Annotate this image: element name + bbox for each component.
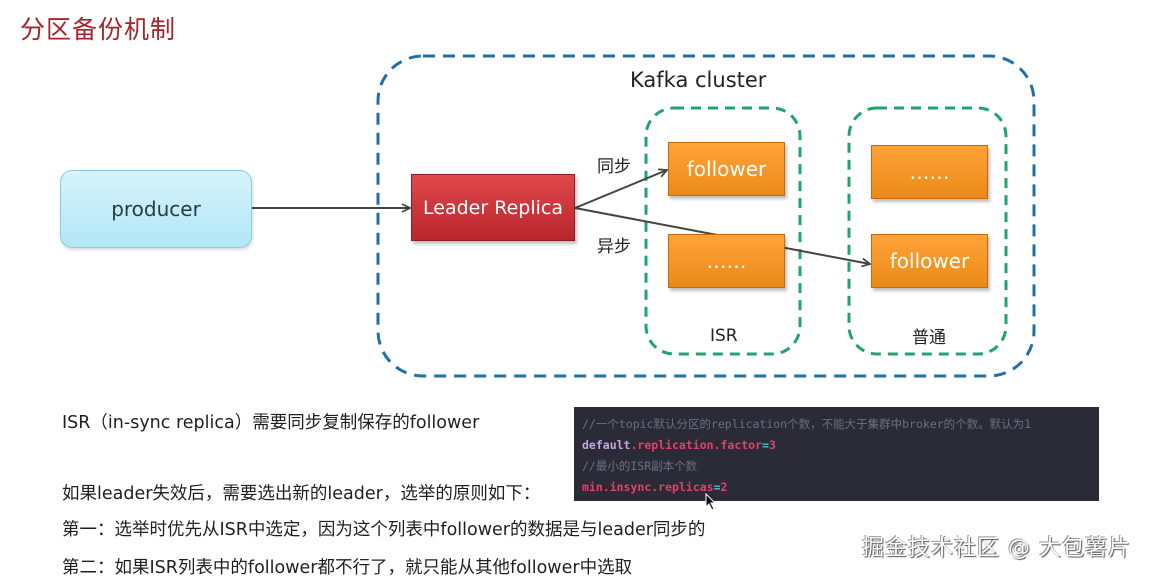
node-label: follower — [889, 249, 970, 273]
config-code-block: //一个topic默认分区的replication个数，不能大于集群中broke… — [574, 407, 1099, 501]
kafka-cluster-border — [376, 54, 1036, 378]
normal-ellipsis-node: …… — [871, 145, 988, 199]
normal-follower-node: follower — [871, 234, 988, 288]
watermark: 掘金技术社区 @ 大包薯片 — [862, 536, 1131, 561]
leader-replica-node: Leader Replica — [411, 174, 575, 241]
node-label: …… — [706, 249, 747, 273]
normal-group-label: 普通 — [912, 328, 946, 348]
producer-label: producer — [111, 197, 201, 221]
code-line-replication-factor: default.replication.factor=3 — [582, 438, 776, 452]
isr-group-border — [644, 106, 802, 356]
page-title: 分区备份机制 — [20, 15, 177, 44]
election-rule-2-text: 第二：如果ISR列表中的follower都不行了，就只能从其他follower中… — [62, 558, 633, 578]
async-label: 异步 — [597, 237, 631, 257]
isr-ellipsis-node: …… — [668, 234, 785, 288]
producer-node: producer — [60, 170, 252, 248]
isr-group-label: ISR — [710, 326, 738, 346]
kafka-cluster-label: Kafka cluster — [630, 68, 767, 92]
election-intro-text: 如果leader失效后，需要选出新的leader，选举的原则如下： — [62, 484, 541, 504]
code-line-min-insync: min.insync.replicas=2 — [582, 480, 728, 494]
code-comment-2: //最小的ISR副本个数 — [582, 459, 698, 473]
isr-definition-text: ISR（in-sync replica）需要同步复制保存的follower — [62, 413, 480, 433]
sync-arrow — [574, 170, 667, 209]
leader-label: Leader Replica — [423, 196, 563, 219]
election-rule-1-text: 第一：选举时优先从ISR中选定，因为这个列表中follower的数据是与lead… — [62, 520, 706, 540]
sync-label: 同步 — [597, 157, 631, 177]
node-label: …… — [909, 160, 950, 184]
code-comment-1: //一个topic默认分区的replication个数，不能大于集群中broke… — [582, 417, 1032, 431]
mouse-cursor-icon — [705, 493, 717, 511]
node-label: follower — [686, 157, 767, 181]
isr-follower-node: follower — [668, 142, 785, 196]
normal-group-border — [847, 106, 1008, 356]
